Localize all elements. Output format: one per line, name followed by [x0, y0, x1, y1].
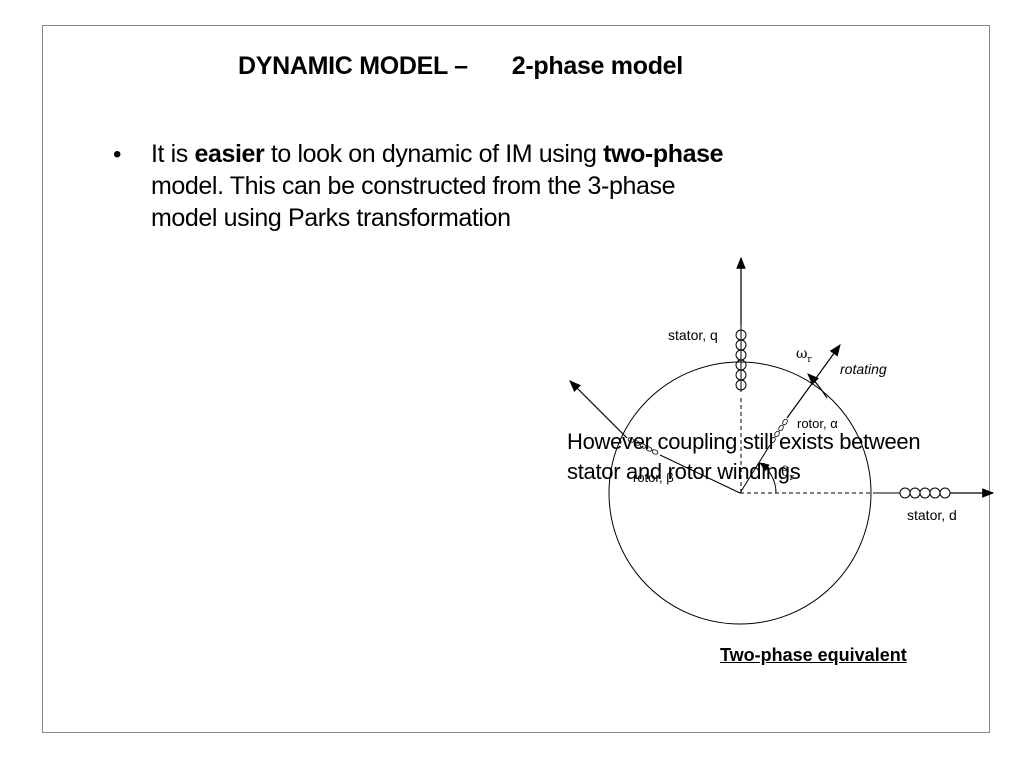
omega-symbol: ω [796, 346, 808, 362]
stator-d-coil [899, 487, 951, 499]
rotor-beta-inner [659, 454, 741, 494]
bullet-line-1: It is easier to look on dynamic of IM us… [151, 138, 841, 170]
bullet-line-1-c: to look on dynamic of IM using [264, 140, 604, 168]
rotor-beta-label: rotor, β [633, 470, 674, 485]
bullet-marker: • [113, 141, 122, 168]
rotating-arc [807, 373, 828, 399]
theta-arc [759, 462, 777, 494]
rotating-label: rotating [840, 361, 887, 377]
rotor-beta-arrow [569, 380, 628, 439]
rotor-alpha-inner [739, 444, 771, 494]
bullet-emphasis-easier: easier [194, 140, 265, 168]
title-part-2: 2-phase model [511, 52, 683, 80]
rotor-circle [608, 361, 872, 625]
coupling-note-line-2: stator and rotor windings [567, 459, 801, 484]
diagram-caption: Two-phase equivalent [720, 645, 907, 665]
rotor-alpha-coil [770, 418, 788, 444]
slide-title: DYNAMIC MODEL – 2-phase model [238, 52, 683, 81]
bullet-line-2: model. This can be constructed from the … [151, 172, 676, 200]
title-part-1: DYNAMIC MODEL – [238, 52, 468, 80]
rotor-beta-coil [627, 437, 659, 455]
stator-q-coil [735, 329, 747, 391]
omega-r-label: ωr [796, 346, 812, 365]
theta-subscript: r [789, 472, 794, 483]
coupling-note: However coupling still exists between st… [567, 427, 921, 487]
bullet-line-1-a: It is [151, 140, 195, 168]
rotor-alpha-arrow [786, 344, 841, 419]
theta-r-label: θr [781, 464, 794, 483]
omega-subscript: r [807, 354, 812, 365]
stator-q-label: stator, q [668, 327, 718, 343]
bullet-text: It is easier to look on dynamic of IM us… [151, 138, 841, 234]
bullet-line-3: model using Parks transformation [151, 204, 511, 232]
stator-d-label: stator, d [907, 507, 957, 523]
theta-symbol: θ [781, 464, 790, 480]
slide-frame [42, 25, 990, 733]
coupling-note-line-1: However coupling still exists between [567, 429, 921, 454]
rotor-alpha-label: rotor, α [797, 416, 838, 431]
bullet-emphasis-two-phase: two-phase [603, 140, 724, 168]
